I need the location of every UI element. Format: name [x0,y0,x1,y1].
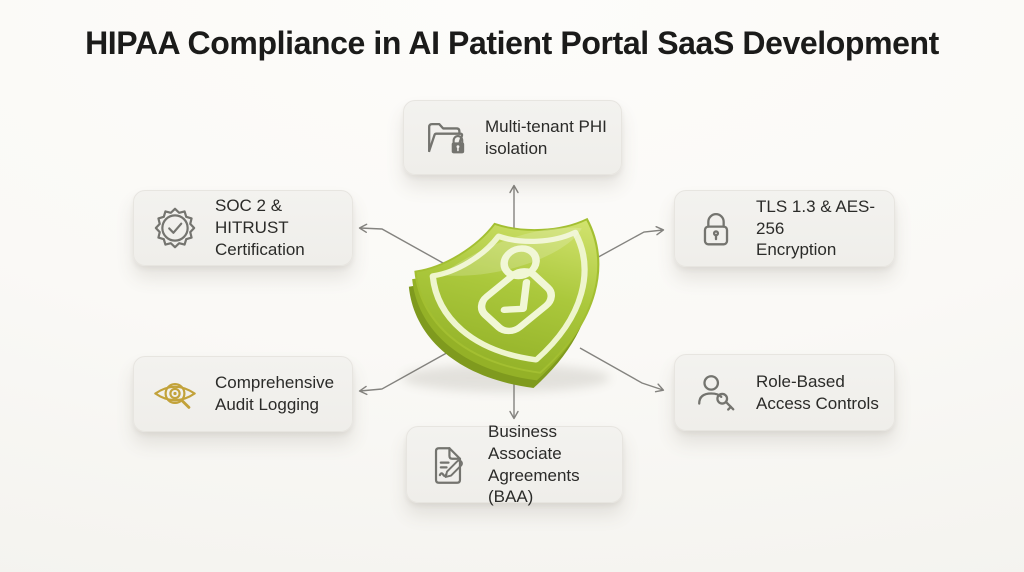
folder-lock-icon [422,115,468,161]
node-multi-tenant-phi-isolation: Multi-tenant PHI isolation [403,100,622,175]
node-label-line2: isolation [485,138,548,158]
padlock-icon [693,206,739,252]
document-signature-pen-icon [425,442,471,488]
node-role-based-access-controls: Role-Based Access Controls [674,354,895,431]
connector-to-rbac [579,347,665,393]
certificate-seal-check-icon [152,205,198,251]
node-label: TLS 1.3 & AES-256 Encryption [756,196,884,261]
connector-to-tls [581,226,665,267]
node-label-line1: Role-Based [756,371,845,391]
node-label-line2: Access Controls [756,393,879,413]
node-label: Role-Based Access Controls [756,371,879,415]
node-label: Business Associate Agreements (BAA) [488,421,612,508]
node-label-line1: Business Associate [488,422,562,463]
node-label: Multi-tenant PHI isolation [485,116,607,160]
node-label: Comprehensive Audit Logging [215,372,334,416]
node-label-line1: Comprehensive [215,373,335,393]
node-label-line1: Multi-tenant PHI [485,116,607,136]
node-label-line1: SOC 2 & HITRUST [215,196,289,238]
node-label-line2: Certification [215,239,305,259]
connector-to-soc2 [358,223,453,269]
node-label-line2: Audit Logging [215,395,319,414]
node-label: SOC 2 & HITRUST Certification [215,195,342,260]
node-business-associate-agreements: Business Associate Agreements (BAA) [406,422,623,506]
connector-group [358,184,665,420]
user-key-icon [693,370,739,416]
shield-lock-check-icon [402,217,610,392]
audit-eye-magnifier-icon [152,371,198,417]
node-soc2-hitrust-certification: SOC 2 & HITRUST Certification [133,190,353,266]
node-label-line2: Agreements (BAA) [488,465,580,507]
page-title: HIPAA Compliance in AI Patient Portal Sa… [85,25,939,61]
node-comprehensive-audit-logging: Comprehensive Audit Logging [133,356,353,432]
node-label-line1: TLS 1.3 & AES-256 [756,196,876,238]
node-label-line2: Encryption [756,240,837,260]
connector-to-audit [358,349,453,396]
node-tls-aes-encryption: TLS 1.3 & AES-256 Encryption [674,190,895,267]
